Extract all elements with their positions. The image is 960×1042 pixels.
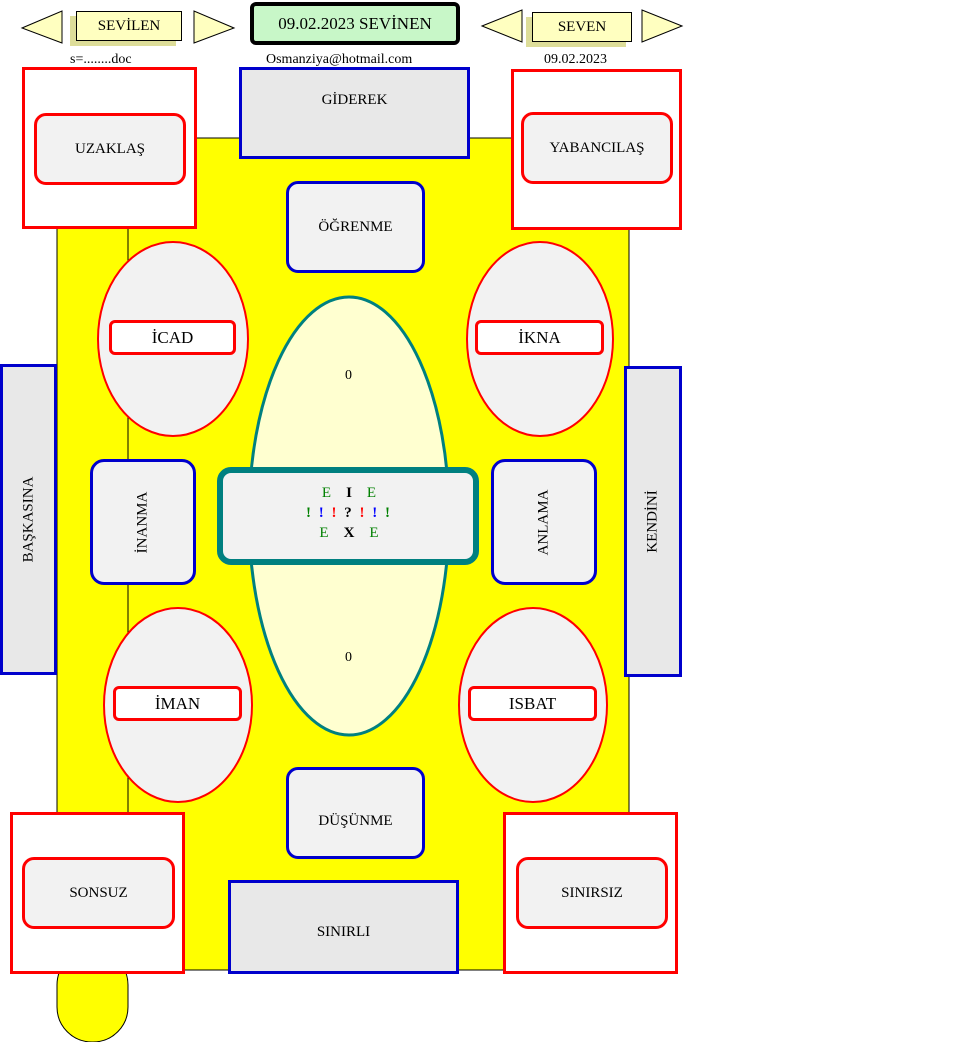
yabancilas-frame: YABANCILAŞ xyxy=(511,69,682,230)
iman-label: İMAN xyxy=(154,693,201,713)
row2-mark-1: ! xyxy=(306,505,313,521)
kendini-label: KENDİNİ xyxy=(644,490,661,553)
center-box: E I E ! ! ! ? ! ! ! E X E xyxy=(217,467,479,565)
inanma-box: İNANMA xyxy=(90,459,196,585)
right-banner: SEVEN xyxy=(532,12,632,42)
uzaklas-box: UZAKLAŞ xyxy=(34,113,186,185)
yabancilas-label: YABANCILAŞ xyxy=(549,139,645,156)
row3-middle-x: X xyxy=(343,525,355,541)
row1-left-e: E xyxy=(321,485,332,501)
email-text: Osmanziya@hotmail.com xyxy=(266,52,413,67)
row2-mark-3: ! xyxy=(331,505,339,521)
right-banner-tail-right xyxy=(641,9,684,43)
ogrenme-box: ÖĞRENME xyxy=(286,181,425,273)
bottom-zero: 0 xyxy=(345,650,352,665)
row3-left-e: E xyxy=(319,525,329,541)
row2-question: ? xyxy=(344,505,354,521)
right-banner-label: SEVEN xyxy=(557,18,607,35)
ikna-label: İKNA xyxy=(518,327,561,347)
sinirli-box: SINIRLI xyxy=(228,880,459,974)
baskasina-box: BAŞKASINA xyxy=(0,364,57,675)
ikna-box: İKNA xyxy=(475,320,604,355)
sinirsiz-label: SINIRSIZ xyxy=(561,884,623,901)
uzaklas-label: UZAKLAŞ xyxy=(75,140,145,157)
sonsuz-frame: SONSUZ xyxy=(10,812,185,974)
left-banner: SEVİLEN xyxy=(76,11,182,41)
giderek-label: GİDEREK xyxy=(321,91,388,108)
sinirsiz-frame: SINIRSIZ xyxy=(503,812,678,974)
sinirsiz-box: SINIRSIZ xyxy=(516,857,668,929)
header-title: 09.02.2023 SEVİNEN xyxy=(250,2,460,45)
icad-box: İCAD xyxy=(109,320,236,355)
inanma-label: İNANMA xyxy=(134,491,151,553)
baskasina-label: BAŞKASINA xyxy=(20,476,37,563)
ogrenme-label: ÖĞRENME xyxy=(318,218,393,235)
sinirli-label: SINIRLI xyxy=(316,923,371,940)
left-banner-tail-left xyxy=(20,10,63,44)
left-banner-label: SEVİLEN xyxy=(97,17,161,34)
row2-mark-5: ! xyxy=(359,505,367,521)
dusunme-label: DÜŞÜNME xyxy=(318,812,393,829)
symbol-row-2: ! ! ! ? ! ! ! xyxy=(225,503,473,523)
symbol-row-1: E I E xyxy=(225,483,473,503)
uzaklas-frame: UZAKLAŞ xyxy=(22,67,197,229)
center-symbols: E I E ! ! ! ? ! ! ! E X E xyxy=(223,483,473,543)
isbat-box: ISBAT xyxy=(468,686,597,721)
anlama-label: ANLAMA xyxy=(535,489,552,555)
row1-middle-i: I xyxy=(346,485,352,501)
right-banner-tail-left xyxy=(480,9,523,43)
sonsuz-label: SONSUZ xyxy=(69,884,128,901)
anlama-box: ANLAMA xyxy=(491,459,597,585)
dusunme-box: DÜŞÜNME xyxy=(286,767,425,859)
giderek-box: GİDEREK xyxy=(239,67,470,159)
row2-mark-7: ! xyxy=(385,505,392,521)
top-zero: 0 xyxy=(345,368,352,383)
yabancilas-box: YABANCILAŞ xyxy=(521,112,673,184)
file-name-text: s=........doc xyxy=(70,52,132,67)
sonsuz-box: SONSUZ xyxy=(22,857,175,929)
date-text: 09.02.2023 xyxy=(544,52,607,67)
row1-right-e: E xyxy=(366,485,377,501)
row3-right-e: E xyxy=(369,525,379,541)
left-banner-tail-right xyxy=(193,10,236,44)
isbat-label: ISBAT xyxy=(508,693,557,713)
row2-mark-6: ! xyxy=(372,505,380,521)
header-title-label: 09.02.2023 SEVİNEN xyxy=(278,13,432,33)
symbol-row-3: E X E xyxy=(225,523,473,543)
row2-mark-2: ! xyxy=(318,505,326,521)
kendini-box: KENDİNİ xyxy=(624,366,682,677)
iman-box: İMAN xyxy=(113,686,242,721)
icad-label: İCAD xyxy=(151,327,194,347)
